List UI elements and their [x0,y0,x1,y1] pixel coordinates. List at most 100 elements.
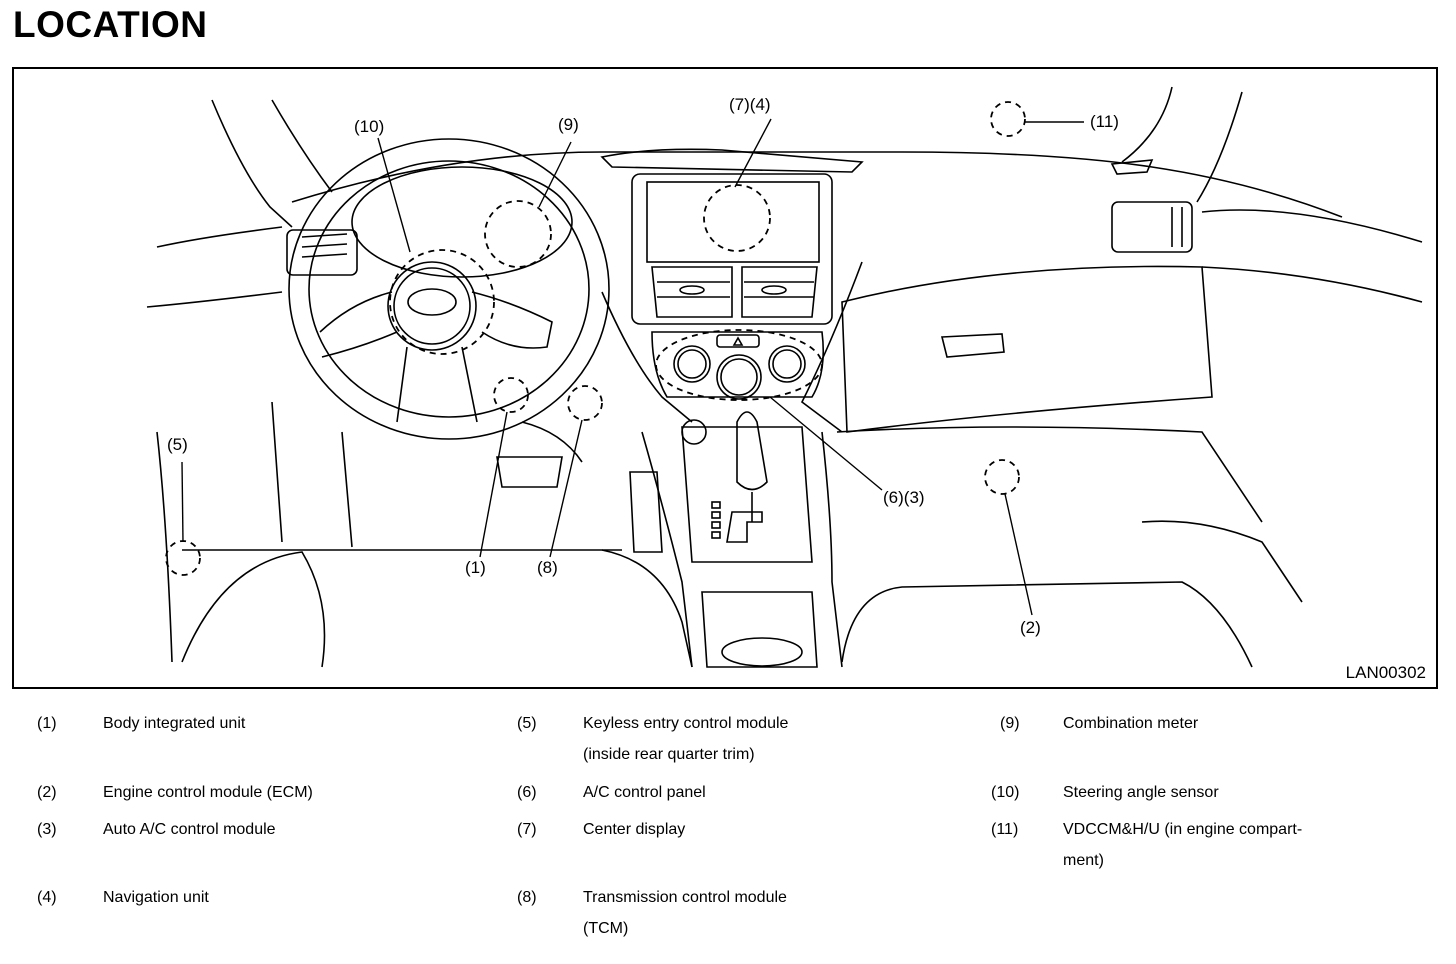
left-door [156,431,173,663]
right-a-pillar [1121,86,1173,163]
callout-8: (8) [537,558,558,577]
legend-text: Combination meter [1063,715,1199,732]
legend-number: (6) [517,784,537,801]
hazard-button [716,334,760,348]
legend-text: A/C control panel [583,784,706,801]
figure-id: LAN00302 [1345,663,1426,682]
marker-tcm [567,385,603,421]
dashboard-location-figure: (10) (9) (7)(4) (11) (5) (6)(3) (1) (8) … [12,67,1438,689]
legend-text: Center display [583,821,686,838]
console-lower-left [641,431,693,668]
console-left-edge [601,291,693,423]
leader-2 [1004,493,1033,616]
right-side-vent [1111,201,1193,253]
passenger-seat-back [1141,520,1303,603]
callout-7-4: (7)(4) [729,95,771,114]
callout-10: (10) [354,117,385,136]
ignition-knob [681,419,707,445]
callout-1: (1) [465,558,486,577]
leader-9 [538,141,572,208]
marker-keyless-entry [165,540,201,576]
left-a-pillar-inner [271,99,333,193]
marker-ecm [984,459,1020,495]
left-dash-lower [271,401,353,548]
shift-pattern [726,511,763,543]
passenger-seat [841,581,1253,668]
pedal [496,456,563,488]
page-title: LOCATION [13,4,208,45]
marker-body-integrated-unit [493,377,529,413]
legend-number: (1) [37,715,57,732]
legend-text: Keyless entry control module [583,715,789,732]
leader-1 [479,411,508,558]
cupholder [701,591,818,668]
console-lower-right [821,431,843,668]
legend-number: (11) [991,821,1019,838]
ac-knob-center [716,354,762,400]
legend-number: (9) [1000,715,1020,732]
wheel-spoke-right [471,291,553,349]
glove-box-handle [940,333,1005,358]
callout-6-3: (6)(3) [883,488,925,507]
leader-7-4 [734,118,772,188]
marker-combination-meter [484,200,552,268]
legend-text: Engine control module (ECM) [103,784,313,801]
leader-5 [181,461,184,543]
legend-text: Body integrated unit [103,715,246,732]
airbag-outer [387,261,477,351]
marker-ac-panel [655,329,823,401]
left-a-pillar [211,99,293,228]
legend-text: Transmission control module [583,889,787,906]
steering-wheel-outer [288,138,610,440]
dash-top-right [1201,209,1423,243]
legend-number: (4) [37,889,57,906]
legend-text: Auto A/C control module [103,821,276,838]
legend-text: VDCCM&H/U (in engine compart- [1063,821,1303,838]
dash-speaker-grille [1110,159,1154,175]
legend-number: (5) [517,715,537,732]
dash-lower-right [1201,266,1423,303]
marker-center-display [703,184,771,252]
callout-2: (2) [1020,618,1041,637]
leader-10 [377,137,411,253]
legend-text-line2: ment) [1063,852,1104,869]
windshield-base [291,151,1343,218]
dash-lower-left [146,291,283,308]
center-display-frame [631,173,833,325]
vent-knob-left [679,285,705,295]
center-seat-left [601,549,693,668]
legend-text-line2: (TCM) [583,920,629,937]
marker-steering-angle-sensor [389,249,495,355]
left-side-vent [286,229,358,276]
dash-top-left [156,226,283,248]
ac-knob-right [768,345,806,383]
wheel-spoke-left [319,291,398,358]
marker-vdccm [990,101,1026,137]
steering-column [521,421,583,463]
dashboard-line-drawing [146,86,1423,668]
legend-number: (10) [991,784,1020,801]
callout-5: (5) [167,435,188,454]
legend-number: (3) [37,821,57,838]
center-vent-left [651,266,733,318]
ac-panel-frame [651,331,825,398]
airbag-inner [393,267,471,345]
callout-11: (11) [1090,112,1119,131]
console-right-edge [800,261,863,433]
leader-6-3 [769,396,883,491]
legend-text-line2: (inside rear quarter trim) [583,746,755,763]
legend-number: (8) [517,889,537,906]
steering-wheel-inner [308,160,590,418]
vent-knob-right [761,285,787,295]
shift-knob [736,411,768,491]
instrument-cluster-hood [351,166,573,278]
handbrake [629,471,663,553]
driver-seat [181,551,326,668]
legend-number: (2) [37,784,57,801]
center-display-screen [646,181,820,263]
leader-8 [549,419,583,558]
glove-box [841,265,1213,433]
callout-9: (9) [558,115,579,134]
top-vent-hood [600,148,864,173]
center-vent-right [741,266,818,318]
